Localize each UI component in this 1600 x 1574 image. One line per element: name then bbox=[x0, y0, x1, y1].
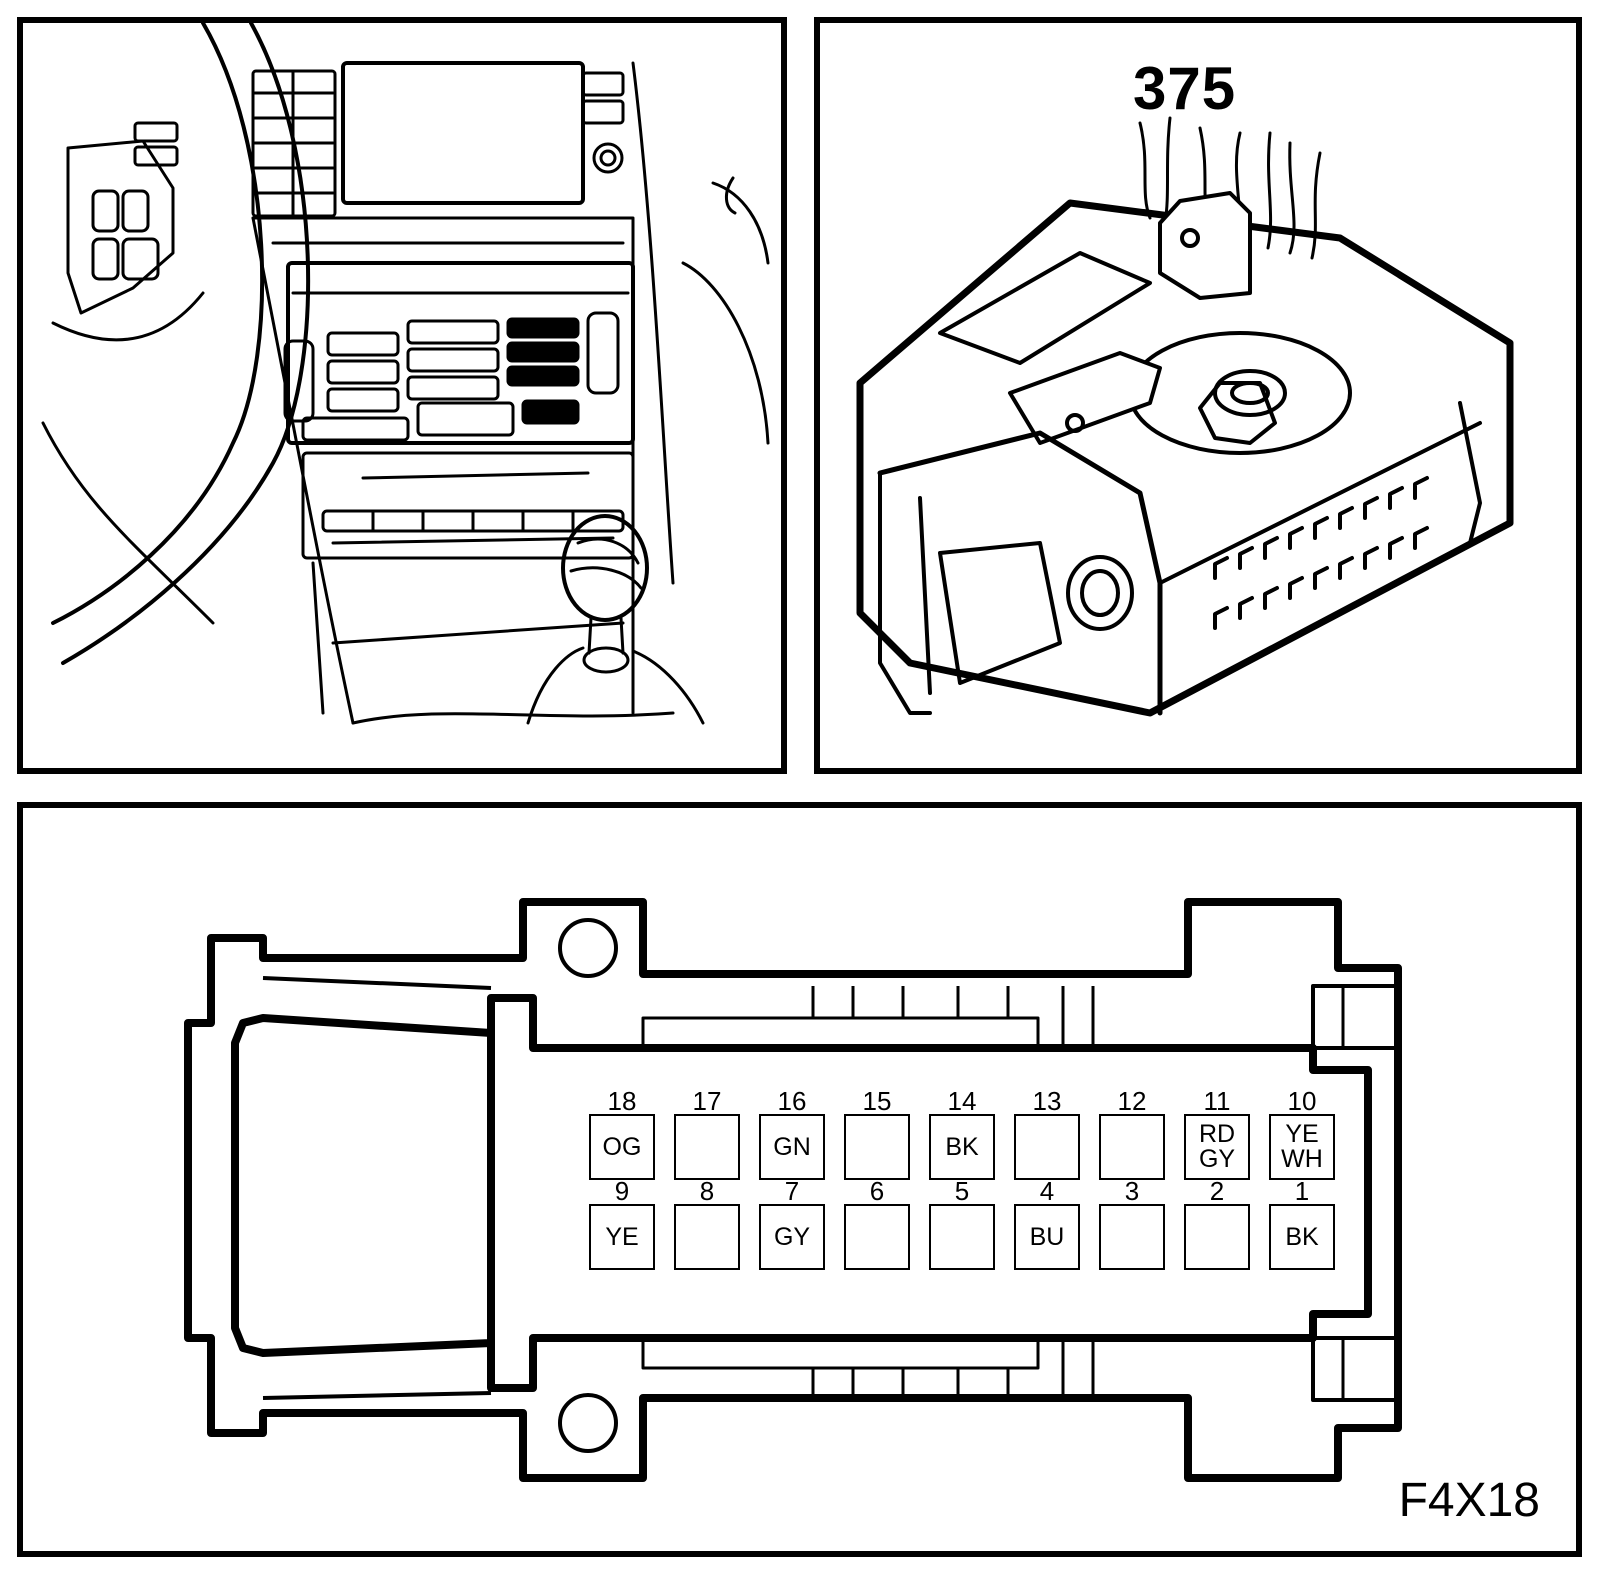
wire-color-code: WH bbox=[1281, 1145, 1323, 1173]
connector-3d-panel: 375 bbox=[814, 17, 1582, 774]
wire-color-code: RD bbox=[1198, 1120, 1236, 1148]
pin-cavity: OG bbox=[589, 1114, 655, 1180]
pin-cavity: BK bbox=[929, 1114, 995, 1180]
connector-number-label: 375 bbox=[1133, 55, 1237, 122]
pin-number-label: 5 bbox=[954, 1176, 970, 1206]
wire-color-code: GY bbox=[1198, 1145, 1236, 1173]
wire-color-code: YE bbox=[1285, 1120, 1319, 1148]
pin-cavity bbox=[1014, 1114, 1080, 1180]
pin-number-label: 3 bbox=[1124, 1176, 1140, 1206]
pin-13: 13 bbox=[1014, 1088, 1080, 1180]
pin-cavity bbox=[844, 1204, 910, 1270]
pin-number-label: 8 bbox=[699, 1176, 715, 1206]
wire-color-code: GY bbox=[773, 1222, 811, 1251]
pin-cavity bbox=[1099, 1114, 1165, 1180]
connector-face-outline bbox=[184, 898, 1402, 1482]
pin-number-label: 1 bbox=[1294, 1176, 1310, 1206]
figure-code: F4X18 bbox=[1398, 1474, 1540, 1527]
pin-6: 6 bbox=[844, 1178, 910, 1270]
pin-number-label: 6 bbox=[869, 1176, 885, 1206]
dashboard-illustration bbox=[41, 23, 770, 725]
pin-cavity bbox=[1184, 1204, 1250, 1270]
pin-12: 12 bbox=[1099, 1088, 1165, 1180]
pin-cavity bbox=[674, 1204, 740, 1270]
wire-color-code: GN bbox=[773, 1132, 811, 1161]
pin-number-label: 17 bbox=[692, 1086, 722, 1116]
wire-color-code: BK bbox=[945, 1132, 979, 1161]
wire-color-code: OG bbox=[602, 1132, 642, 1161]
pin-3: 3 bbox=[1099, 1178, 1165, 1270]
pin-17: 17 bbox=[674, 1088, 740, 1180]
location-view-panel bbox=[17, 17, 787, 774]
wire-color-code: BU bbox=[1029, 1222, 1065, 1251]
pin-number-label: 13 bbox=[1032, 1086, 1062, 1116]
pin-5: 5 bbox=[929, 1178, 995, 1270]
pin-number-label: 2 bbox=[1209, 1176, 1225, 1206]
pin-cavity: BU bbox=[1014, 1204, 1080, 1270]
pin-number-label: 7 bbox=[784, 1176, 800, 1206]
pin-number-label: 14 bbox=[947, 1086, 977, 1116]
connector-illustration bbox=[856, 116, 1514, 717]
pin-cavity: GY bbox=[759, 1204, 825, 1270]
pin-cavity bbox=[1099, 1204, 1165, 1270]
pin-2: 2 bbox=[1184, 1178, 1250, 1270]
pin-number-label: 9 bbox=[614, 1176, 630, 1206]
pin-number-label: 10 bbox=[1287, 1086, 1317, 1116]
pin-number-label: 15 bbox=[862, 1086, 892, 1116]
pin-cavity bbox=[674, 1114, 740, 1180]
pin-number-label: 16 bbox=[777, 1086, 807, 1116]
wire-color-code: YE bbox=[605, 1222, 639, 1251]
pin-number-label: 12 bbox=[1117, 1086, 1147, 1116]
wire-color-code: BK bbox=[1285, 1222, 1319, 1251]
pin-number-label: 18 bbox=[607, 1086, 637, 1116]
pin-15: 15 bbox=[844, 1088, 910, 1180]
pin-cavity bbox=[929, 1204, 995, 1270]
pin-cavity bbox=[844, 1114, 910, 1180]
pin-number-label: 4 bbox=[1039, 1176, 1055, 1206]
pin-number-label: 11 bbox=[1203, 1086, 1231, 1116]
pin-cavity: YE bbox=[589, 1204, 655, 1270]
pin-8: 8 bbox=[674, 1178, 740, 1270]
pin-cavity: BK bbox=[1269, 1204, 1335, 1270]
pin-cavity: GN bbox=[759, 1114, 825, 1180]
